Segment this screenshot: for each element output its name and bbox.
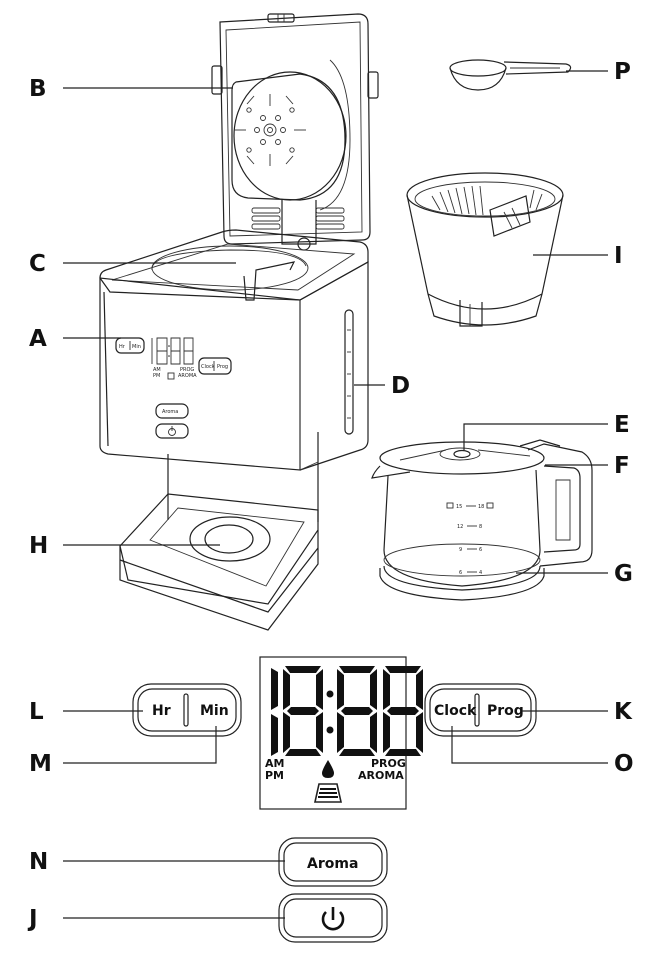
mini-aroma-label: AROMA [178,373,197,379]
mini-prog-button-label: Prog [217,364,228,370]
label-o: O [614,751,634,777]
control-panel-closeup: Hr Min [132,656,537,943]
label-j: J [27,906,38,932]
lid-open [211,13,379,251]
carafe-mark-18: 18 [478,504,484,510]
label-f: F [614,453,630,479]
label-n: N [29,849,48,875]
label-d: D [391,373,410,399]
label-b: B [29,76,47,102]
label-e: E [614,412,630,438]
hr-button-label[interactable]: Hr [152,703,171,719]
measuring-scoop [449,59,572,91]
shower-head [231,59,351,211]
mini-aroma-button-label: Aroma [162,409,178,415]
label-c: C [29,251,46,277]
mini-pm-label: PM [153,373,160,379]
label-p: P [614,59,631,85]
label-k: K [614,699,633,725]
aroma-button[interactable]: Aroma [278,837,388,887]
prog-button-label[interactable]: Prog [487,703,524,719]
mini-hr-label: Hr [119,344,126,350]
strength-icon [314,783,342,803]
carafe-mark-4: 4 [479,570,482,576]
glass-carafe: 15 18 12 8 9 6 6 4 [371,439,593,601]
drop-icon [322,760,334,778]
carafe-scale: 15 18 12 8 9 6 6 4 [446,502,494,576]
carafe-mark-6-low: 6 [459,570,462,576]
mini-min-label: Min [132,344,141,350]
label-l: L [29,699,44,725]
mini-strength-icon [167,372,175,380]
shower-holes [234,94,306,166]
min-button-label[interactable]: Min [200,703,229,719]
mini-control-panel: Hr Min AM PM PROG AROMA Clock P [115,337,232,439]
lcd-display: AM PM PROG AROMA [259,656,423,810]
water-level-gauge [344,309,354,435]
carafe-mark-8: 8 [479,524,482,530]
label-i: I [614,243,623,269]
aroma-indicator: AROMA [358,769,404,782]
power-button[interactable] [278,893,388,943]
carafe-mark-12: 12 [457,524,463,530]
filter-ribs [431,185,543,229]
mini-clock-label: Clock [201,364,215,370]
coffee-maker-illustration: Hr Min AM PM PROG AROMA Clock P [99,13,379,631]
aroma-button-label[interactable]: Aroma [307,856,358,872]
label-a: A [29,326,47,352]
carafe-mark-15: 15 [456,504,462,510]
base-and-hot-plate [119,493,319,631]
label-m: M [29,751,52,777]
power-icon [321,907,345,931]
mini-display-digits [151,337,194,365]
clock-prog-button[interactable]: Clock Prog [424,683,537,737]
clock-button-label[interactable]: Clock [434,703,477,719]
label-h: H [29,533,48,559]
am-indicator: AM [265,757,284,770]
mini-am-label: AM [153,367,161,373]
hr-min-button[interactable]: Hr Min [132,683,242,737]
mini-prog-label: PROG [180,367,194,373]
display-digits [271,666,423,756]
prog-indicator: PROG [371,757,406,770]
machine-body: Hr Min AM PM PROG AROMA Clock P [99,229,369,631]
callouts: B C A D H P I E F G L M K O N J [27,59,634,932]
carafe-mark-6: 6 [479,547,482,553]
carafe-mark-9: 9 [459,547,462,553]
pm-indicator: PM [265,769,284,782]
filter-basket [406,172,564,327]
label-g: G [614,561,633,587]
lid-vents [251,207,345,230]
